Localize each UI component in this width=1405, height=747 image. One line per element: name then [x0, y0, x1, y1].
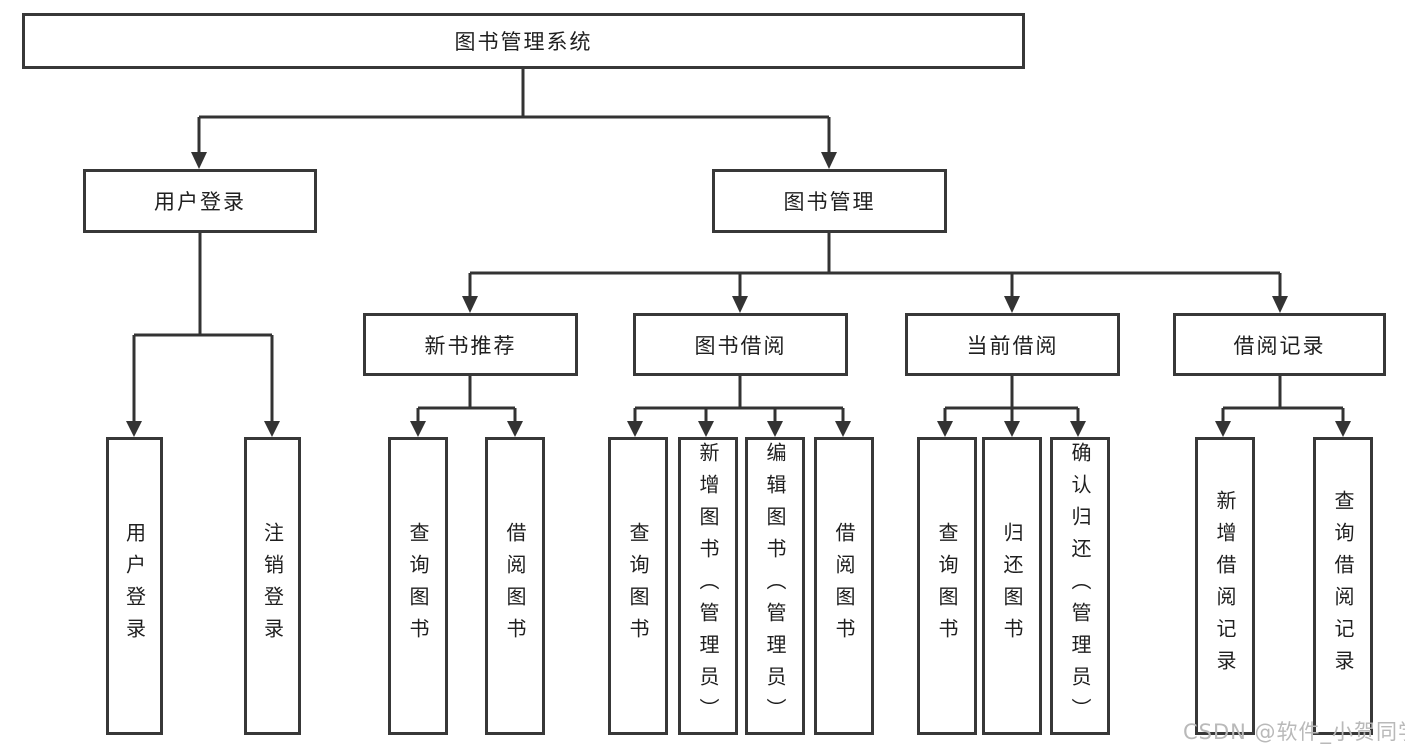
node-library-system: 图书管理系统 [22, 13, 1025, 69]
leaf-confirm-return-admin: 确认归还（管理员） [1050, 437, 1110, 735]
leaf-add-borrow-record-label: 新增借阅记录 [1213, 490, 1237, 682]
connectors-section-borrow-records [1215, 376, 1351, 437]
leaf-edit-books-admin-label: 编辑图书（管理员） [763, 442, 787, 730]
leaf-logout-label: 注销登录 [260, 522, 285, 650]
leaf-borrow-books-newrec-label: 借阅图书 [503, 522, 527, 650]
leaf-borrow-books-borrow: 借阅图书 [814, 437, 874, 735]
connectors-user-branch [126, 233, 280, 437]
leaf-user-login: 用户登录 [106, 437, 163, 735]
node-current-borrowing: 当前借阅 [905, 313, 1120, 376]
node-book-borrowing: 图书借阅 [633, 313, 848, 376]
leaf-query-books-borrow: 查询图书 [608, 437, 668, 735]
leaf-query-books-borrow-label: 查询图书 [626, 522, 650, 650]
leaf-query-books-newrec: 查询图书 [388, 437, 448, 735]
node-new-book-recommend: 新书推荐 [363, 313, 578, 376]
leaf-user-login-label: 用户登录 [122, 522, 147, 650]
connectors-section-current-borrow [937, 376, 1086, 437]
leaf-query-books-current-label: 查询图书 [935, 522, 959, 650]
leaf-borrow-books-borrow-label: 借阅图书 [832, 522, 856, 650]
leaf-confirm-return-admin-label: 确认归还（管理员） [1068, 442, 1092, 730]
leaf-query-books-current: 查询图书 [917, 437, 977, 735]
leaf-add-books-admin-label: 新增图书（管理员） [696, 442, 720, 730]
node-book-management: 图书管理 [712, 169, 947, 233]
connectors-book-branch [462, 233, 1288, 313]
connectors-section-book-borrow [627, 376, 851, 437]
leaf-query-borrow-record: 查询借阅记录 [1313, 437, 1373, 735]
watermark-text: CSDN @软件_小贺同学 [1183, 720, 1405, 744]
leaf-add-borrow-record: 新增借阅记录 [1195, 437, 1255, 735]
leaf-query-books-newrec-label: 查询图书 [406, 522, 430, 650]
leaf-logout: 注销登录 [244, 437, 301, 735]
connectors-section-new-book [410, 376, 523, 437]
leaf-edit-books-admin: 编辑图书（管理员） [745, 437, 805, 735]
leaf-borrow-books-newrec: 借阅图书 [485, 437, 545, 735]
node-borrow-records: 借阅记录 [1173, 313, 1386, 376]
leaf-return-books: 归还图书 [982, 437, 1042, 735]
leaf-add-books-admin: 新增图书（管理员） [678, 437, 738, 735]
leaf-return-books-label: 归还图书 [1000, 522, 1024, 650]
node-user-login: 用户登录 [83, 169, 317, 233]
connectors-root [191, 69, 837, 169]
leaf-query-borrow-record-label: 查询借阅记录 [1331, 490, 1355, 682]
